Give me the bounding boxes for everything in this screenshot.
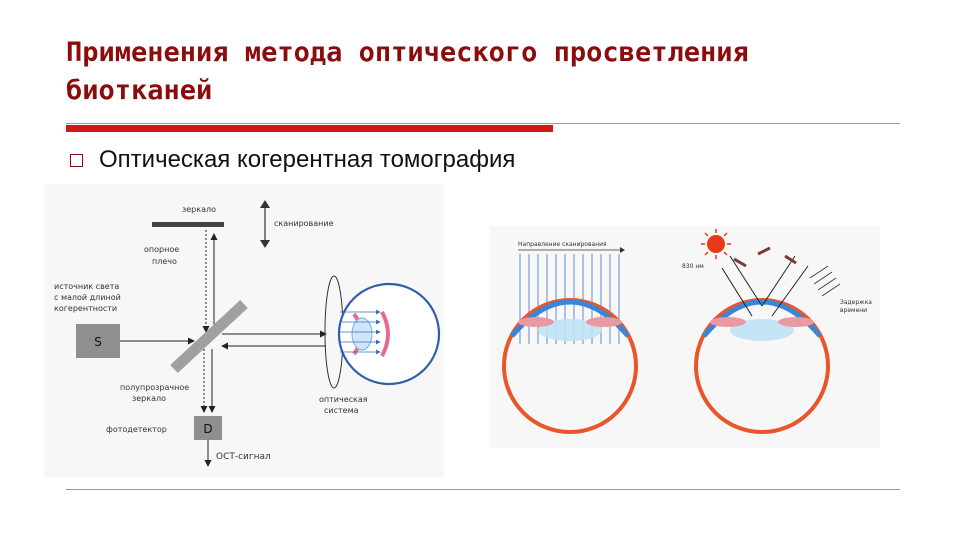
oct-schematic: зеркало сканирование опорное плечо источ… [54, 200, 441, 467]
optics-label-2: система [324, 406, 359, 415]
mirror-label: зеркало [182, 205, 216, 214]
bullet-item: Оптическая когерентная томография [70, 146, 515, 174]
oct-schematic-panel: зеркало сканирование опорное плечо источ… [44, 184, 444, 477]
reference-arm-label-2: плечо [152, 257, 177, 266]
detector-box [194, 416, 222, 440]
light-source-sun-icon [701, 229, 731, 259]
optics-label-1: оптическая [319, 395, 368, 404]
bullet-text: Оптическая когерентная томография [99, 146, 516, 173]
detector-box-label: D [203, 422, 212, 436]
source-box [76, 324, 120, 358]
eye-scanning-diagram: Направление сканирования 830 нм [502, 229, 872, 434]
delay-label-2: времени [840, 307, 867, 314]
title-accent-bar [66, 125, 553, 132]
slide-title: Применения метода оптического просветлен… [66, 37, 749, 106]
beamsplitter [170, 299, 248, 374]
delay-label-1: Задержка [840, 299, 872, 306]
wavelength-label: 830 нм [682, 263, 704, 270]
title-divider [66, 123, 900, 124]
oct-signal-label: ОСТ-сигнал [216, 452, 271, 462]
reference-mirror [152, 222, 224, 227]
bottom-divider [66, 489, 900, 490]
source-box-label: S [94, 335, 102, 349]
eye-scanning-panel: Направление сканирования 830 нм [490, 226, 880, 448]
source-label-2: с малой длиной [54, 293, 121, 302]
scan-direction-label: Направление сканирования [518, 241, 607, 248]
source-label-1: источник света [54, 282, 119, 291]
source-label-3: когерентности [54, 304, 117, 313]
beamsplitter-label-1: полупрозрачное [120, 383, 189, 392]
scanning-label: сканирование [274, 219, 334, 228]
photodetector-label: фотодетектор [106, 425, 167, 434]
hollow-square-bullet-icon [70, 153, 83, 167]
reference-arm-label-1: опорное [144, 245, 179, 254]
beamsplitter-label-2: зеркало [132, 394, 166, 403]
